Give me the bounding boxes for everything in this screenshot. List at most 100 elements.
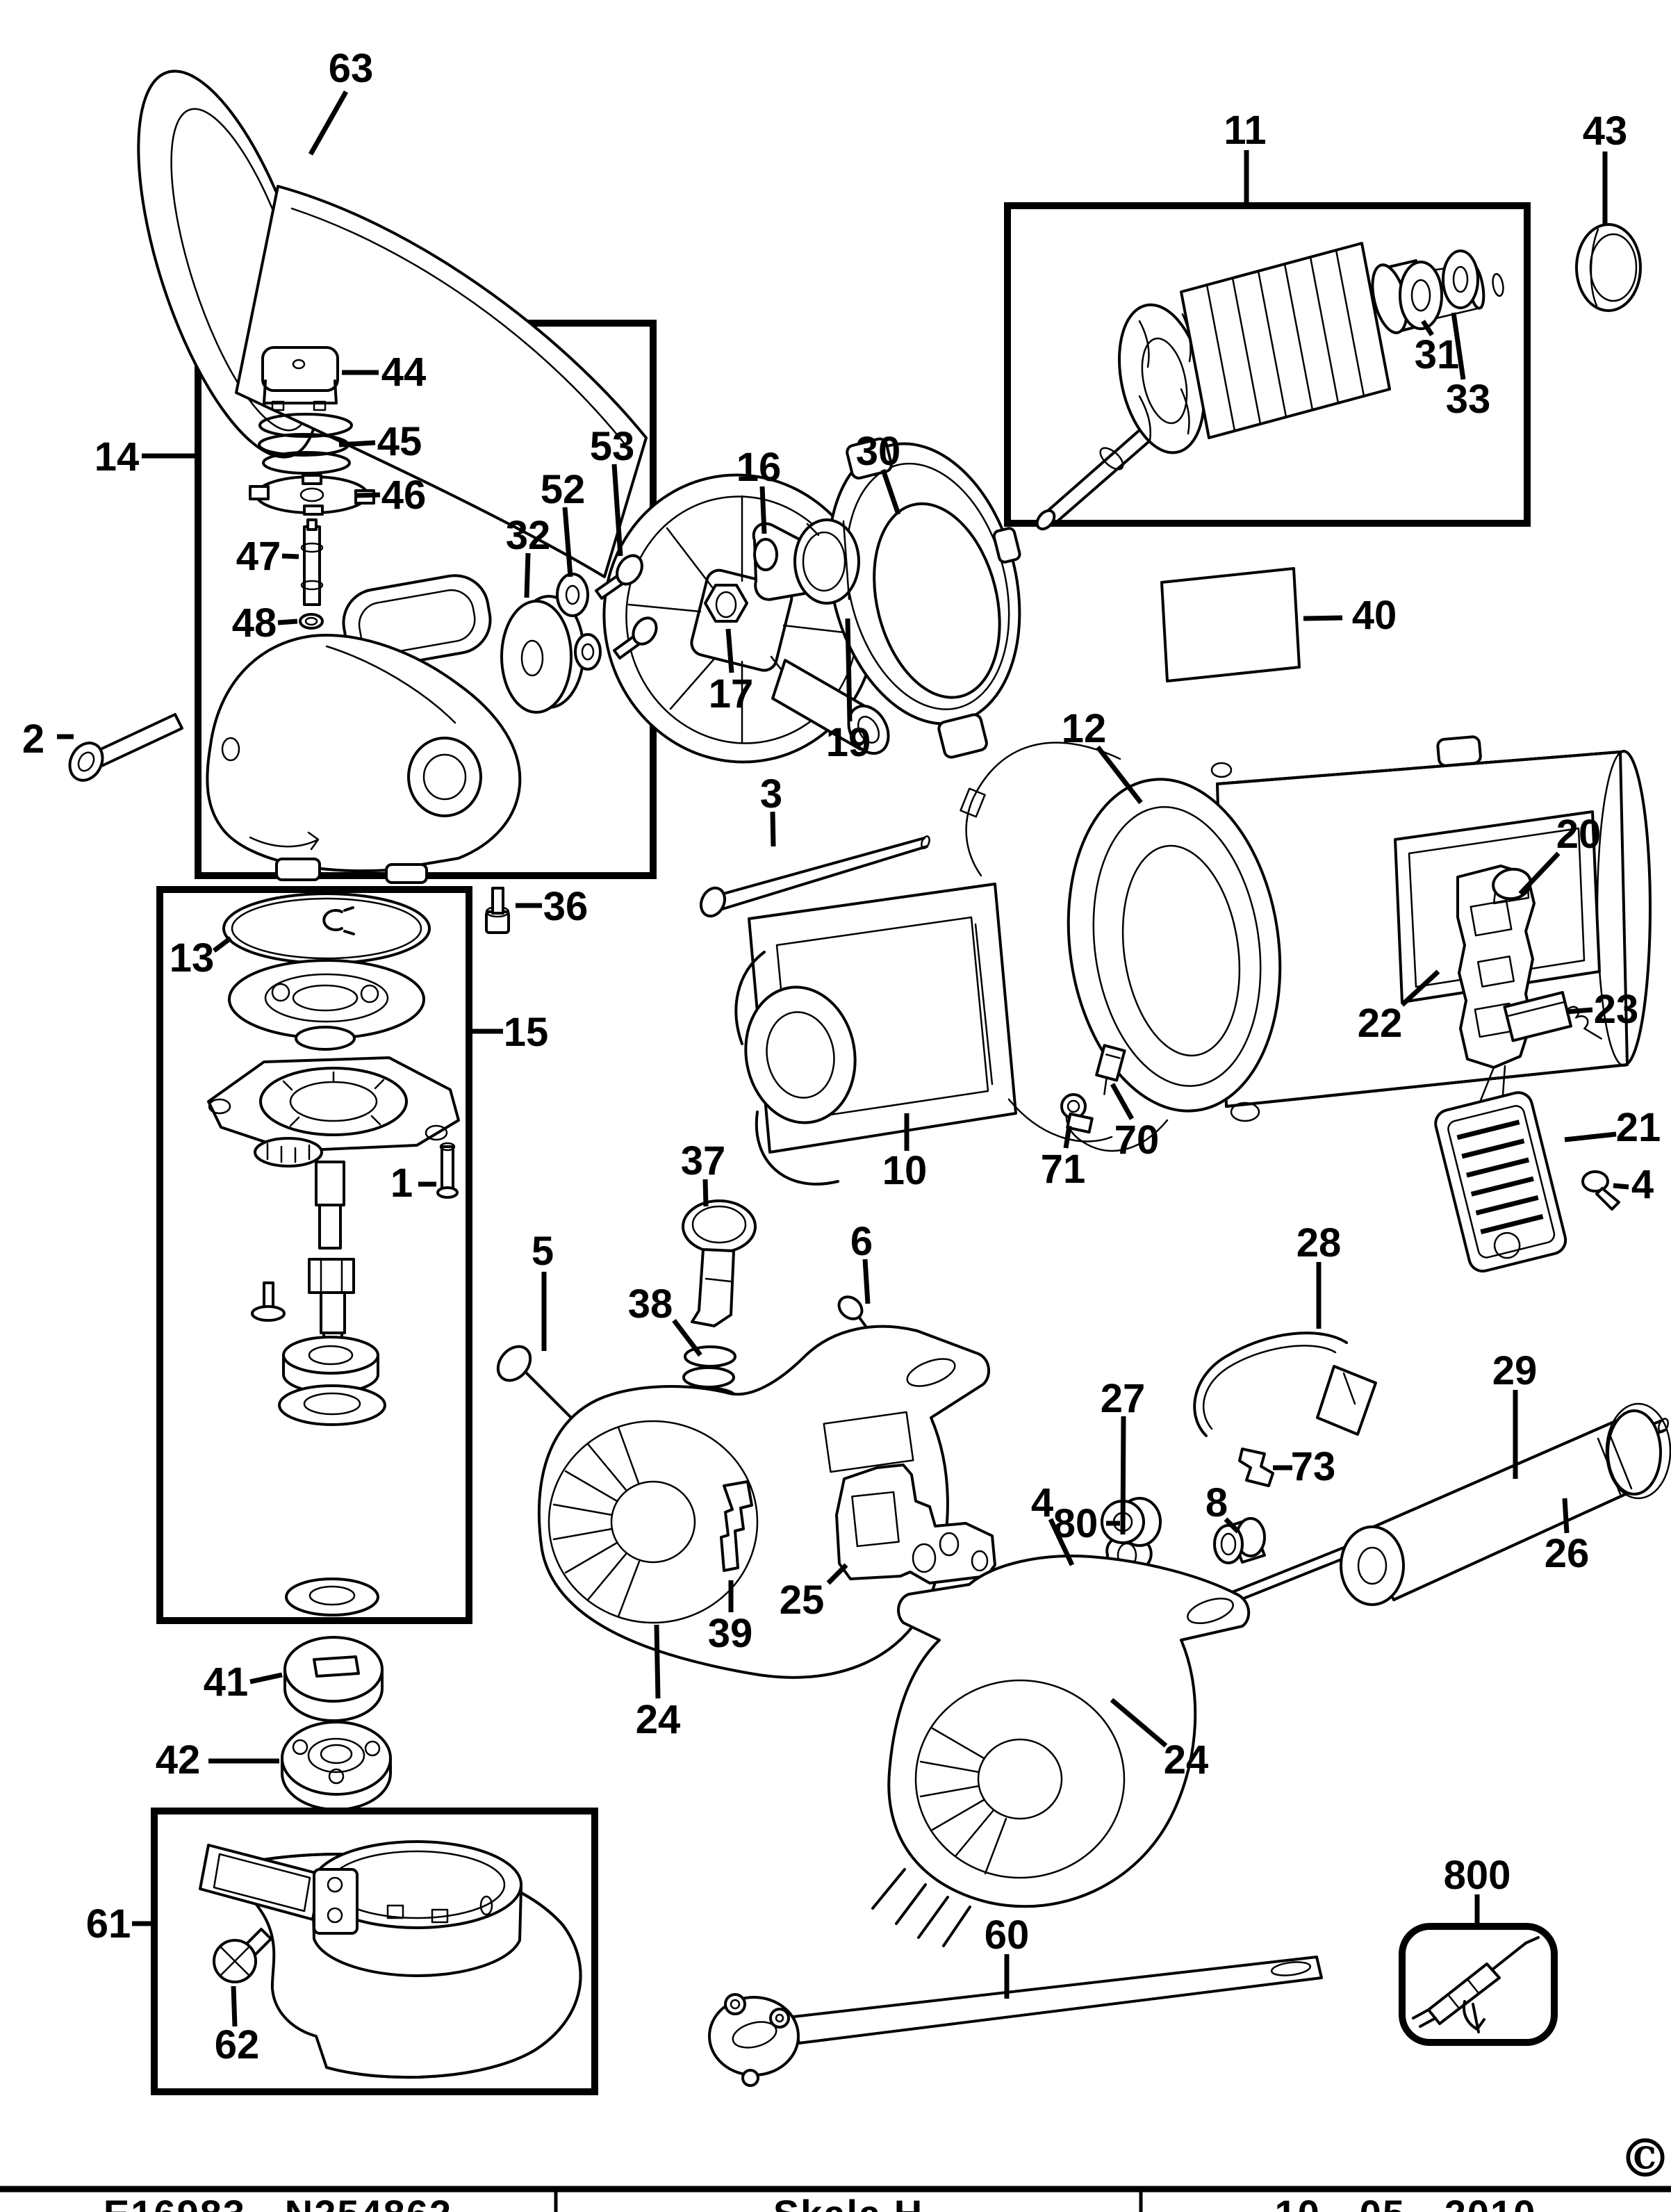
part-number-labels: 63 14 44 45 46 47 48 2 53 52 32 30 16 17… (22, 46, 1661, 2067)
part-label-29: 29 (1492, 1348, 1538, 1393)
part-1-pin (436, 1142, 459, 1199)
part-label-28: 28 (1297, 1220, 1342, 1265)
part-label-45: 45 (377, 419, 422, 464)
part-label-23: 23 (1594, 987, 1639, 1032)
part-28-wire-bail (1193, 1332, 1377, 1437)
part-61-guard (199, 1840, 582, 2079)
part-label-19: 19 (826, 720, 871, 765)
part-label-24-upper: 24 (636, 1697, 681, 1742)
part-label-21: 21 (1616, 1105, 1661, 1150)
part-44-cap (261, 346, 339, 411)
part-label-14: 14 (94, 434, 140, 480)
part-73-clip (1238, 1448, 1274, 1487)
part-label-40: 40 (1352, 593, 1397, 638)
part-4-screw-vent (1581, 1170, 1620, 1211)
part-5-bolt (496, 1345, 605, 1452)
part-label-2: 2 (22, 716, 44, 762)
box-15 (156, 886, 472, 1624)
part-label-61: 61 (86, 1901, 131, 1947)
part-48-o-ring (299, 613, 324, 630)
part-31-bearing (1399, 261, 1443, 330)
part-63-side-handle (137, 69, 890, 764)
part-label-3: 3 (760, 771, 782, 817)
part-label-800: 800 (1444, 1853, 1511, 1898)
part-label-63: 63 (329, 46, 374, 91)
part-2-screw (68, 713, 183, 782)
part-label-32: 32 (506, 513, 551, 558)
part-label-39: 39 (708, 1611, 753, 1656)
part-label-38: 38 (628, 1281, 673, 1327)
part-label-12: 12 (1062, 706, 1107, 751)
part-label-22: 22 (1358, 1001, 1403, 1046)
part-label-26: 26 (1545, 1531, 1590, 1576)
part-10-field-coil (734, 883, 1113, 1186)
part-label-31: 31 (1415, 332, 1460, 377)
part-label-24-lower: 24 (1164, 1737, 1209, 1783)
part-label-36: 36 (543, 884, 588, 929)
part-label-62: 62 (215, 2022, 260, 2067)
part-label-11: 11 (1224, 108, 1266, 153)
part-label-53: 53 (590, 424, 635, 469)
part-23-carbon-brush (1503, 991, 1602, 1042)
part-24-lower-housing (871, 1555, 1250, 1947)
part-label-37: 37 (681, 1138, 726, 1183)
box-800 (1399, 1923, 1558, 2046)
part-label-41: 41 (204, 1660, 249, 1705)
part-label-30: 30 (856, 429, 901, 474)
part-label-46: 46 (381, 473, 427, 518)
part-37-trigger (682, 1199, 757, 1327)
part-label-73: 73 (1291, 1444, 1336, 1489)
part-label-4-bracket: 4 (1031, 1480, 1053, 1525)
part-30-fan-baffle (827, 437, 1021, 759)
part-25-switch (835, 1464, 996, 1584)
part-60-spanner-wrench (708, 1956, 1323, 2087)
part-label-44: 44 (381, 350, 427, 395)
part-label-13: 13 (170, 935, 215, 981)
part-label-4-vent: 4 (1631, 1162, 1654, 1207)
part-label-80: 80 (1053, 1501, 1098, 1546)
part-21-vent-cover (1434, 1091, 1567, 1273)
part-800-grease-gun (1412, 1936, 1540, 2033)
part-label-52: 52 (541, 467, 586, 512)
part-label-48: 48 (232, 600, 277, 646)
part-14-gear-case (206, 574, 522, 884)
part-62-screw (213, 1928, 272, 1983)
part-11-armature (1035, 242, 1504, 531)
part-52-washer (556, 573, 602, 671)
part-40-label-sticker (1160, 567, 1301, 682)
part-label-17: 17 (709, 671, 754, 716)
part-39-lock-lever (720, 1480, 753, 1572)
part-label-71: 71 (1041, 1147, 1086, 1192)
part-label-15: 15 (504, 1010, 549, 1055)
footer-date: 10 - 05 - 2010 (1275, 2192, 1537, 2212)
part-label-5: 5 (532, 1229, 554, 1274)
part-41-inner-flange (283, 1636, 384, 1722)
copyright-mark: © (1619, 2127, 1671, 2189)
part-46-cam-plate (249, 474, 375, 516)
part-26-handle-grip (1340, 1402, 1671, 1606)
part-71-ring-terminal (1060, 1093, 1094, 1134)
part-label-43: 43 (1583, 108, 1628, 154)
part-label-20: 20 (1556, 812, 1602, 857)
footer-center-field: Skala H (773, 2192, 923, 2212)
part-label-60: 60 (985, 1912, 1030, 1958)
part-53-screw (595, 554, 658, 659)
box-61 (151, 1808, 598, 2095)
part-label-1: 1 (390, 1161, 413, 1206)
part-19-clamp-ring (793, 518, 860, 605)
part-42-outer-flange (281, 1721, 392, 1811)
part-3-pin (699, 835, 930, 918)
part-33-washer (1442, 249, 1479, 309)
part-36-bolt (485, 887, 510, 934)
part-label-33: 33 (1446, 377, 1491, 422)
footer-drawing-number: E16983 - N254862 (104, 2192, 452, 2212)
part-label-25: 25 (780, 1578, 825, 1623)
part-15-bearing-flange-assembly (207, 1056, 460, 1616)
part-label-70: 70 (1114, 1117, 1160, 1163)
part-label-27: 27 (1101, 1376, 1146, 1421)
part-47-spindle-lock-pin (300, 518, 324, 606)
part-label-6: 6 (850, 1219, 873, 1264)
part-17-nut (704, 584, 748, 623)
